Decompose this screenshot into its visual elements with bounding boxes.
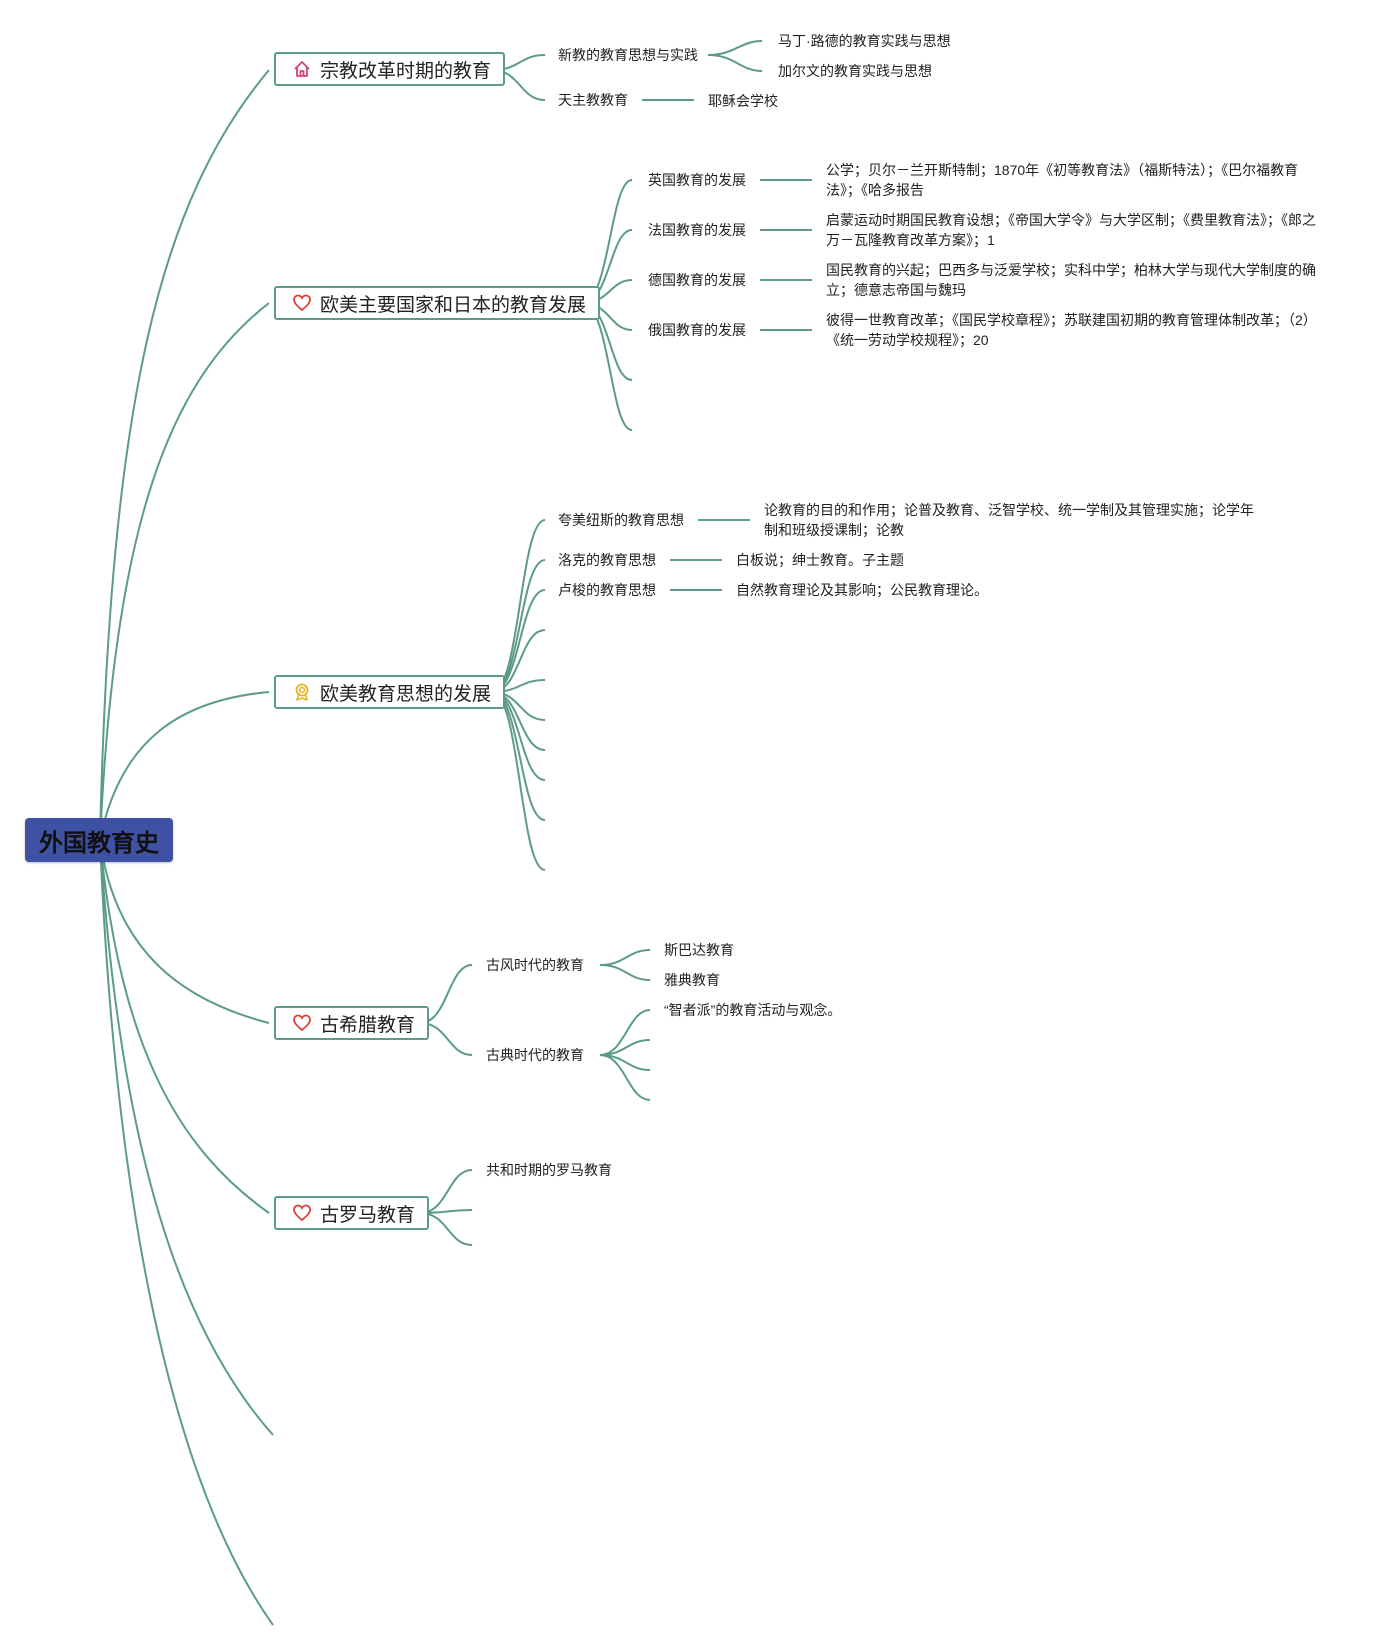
connector-modern-england [581,179,633,304]
detail-england[interactable]: 公学；贝尔－兰开斯特制；1870年《初等教育法》（福斯特法）；《巴尔福教育法》；… [826,162,1299,198]
sub-rousseau[interactable]: 卢梭的教育思想 [558,582,656,598]
award-icon [292,681,314,703]
connector-archaic-sparta [599,949,651,966]
leaf-calvin[interactable]: 加尔文的教育实践与思想 [778,63,932,79]
branch-greece[interactable]: 古希腊教育 [274,1006,430,1040]
branch-reformation[interactable]: 宗教改革时期的教育 [274,52,506,86]
connector-protestant-luther [707,40,763,56]
connector-root-empty-2 [99,839,274,1626]
sub-protestant[interactable]: 新教的教育思想与实践 [558,47,698,63]
sub-france[interactable]: 法国教育的发展 [648,222,746,238]
sub-republic[interactable]: 共和时期的罗马教育 [486,1162,612,1178]
connector-thought-empty-6 [491,691,546,821]
connector-root-rome [99,839,270,1214]
branch-thought[interactable]: 欧美教育思想的发展 [274,675,506,709]
leaf-sparta[interactable]: 斯巴达教育 [664,942,734,958]
detail-russia[interactable]: 彼得一世教育改革；《国民学校章程》；苏联建国初期的教育管理体制改革；（2）《统一… [826,312,1310,348]
sub-archaic[interactable]: 古风时代的教育 [486,957,584,973]
connector-root-modern [99,302,270,841]
detail-france[interactable]: 启蒙运动时期国民教育设想；《帝国大学令》与大学区制；《费里教育法》；《郎之万－瓦… [826,212,1316,248]
sub-catholic[interactable]: 天主教教育 [558,92,628,108]
sub-locke[interactable]: 洛克的教育思想 [558,552,656,568]
sub-comenius[interactable]: 夸美纽斯的教育思想 [558,512,684,528]
heart-icon [292,1012,314,1034]
branch-title: 宗教改革时期的教育 [320,60,492,82]
connector-root-empty-1 [99,839,274,1436]
detail-locke[interactable]: 白板说；绅士教育。子主题 [736,552,904,568]
sub-england[interactable]: 英国教育的发展 [648,172,746,188]
sub-germany[interactable]: 德国教育的发展 [648,272,746,288]
connector-thought-locke [491,559,546,693]
heart-icon [292,1202,314,1224]
home-icon [292,58,314,80]
connector-modern-empty-2 [581,302,633,431]
branch-title: 古希腊教育 [320,1014,416,1036]
branch-modern-nations[interactable]: 欧美主要国家和日本的教育发展 [274,286,601,320]
branch-title: 古罗马教育 [320,1204,416,1226]
connector-protestant-calvin [707,54,763,72]
connector-root-thought [99,691,270,841]
sub-russia[interactable]: 俄国教育的发展 [648,322,746,338]
detail-comenius[interactable]: 论教育的目的和作用；论普及教育、泛智学校、统一学制及其管理实施；论学年制和班级授… [764,502,1254,538]
heart-icon [292,292,314,314]
detail-rousseau[interactable]: 自然教育理论及其影响；公民教育理论。 [736,582,988,598]
connector-thought-comenius [491,519,546,693]
branch-title: 欧美主要国家和日本的教育发展 [320,294,587,316]
connector-archaic-athens [599,964,651,981]
sub-classical[interactable]: 古典时代的教育 [486,1047,584,1063]
detail-germany[interactable]: 国民教育的兴起；巴西多与泛爱学校；实科中学；柏林大学与现代大学制度的确立；德意志… [826,262,1316,298]
leaf-sophists[interactable]: “智者派”的教育活动与观念。 [664,1002,842,1018]
root-topic[interactable]: 外国教育史 [25,818,173,862]
connector-root-greece [99,839,270,1024]
connector-classical-empty-3 [599,1054,651,1101]
leaf-jesuit[interactable]: 耶稣会学校 [708,93,778,109]
leaf-luther[interactable]: 马丁·路德的教育实践与思想 [778,33,951,49]
branch-title: 欧美教育思想的发展 [320,683,492,705]
connector-root-reformation [99,69,270,841]
leaf-athens[interactable]: 雅典教育 [664,972,720,988]
branch-rome[interactable]: 古罗马教育 [274,1196,430,1230]
